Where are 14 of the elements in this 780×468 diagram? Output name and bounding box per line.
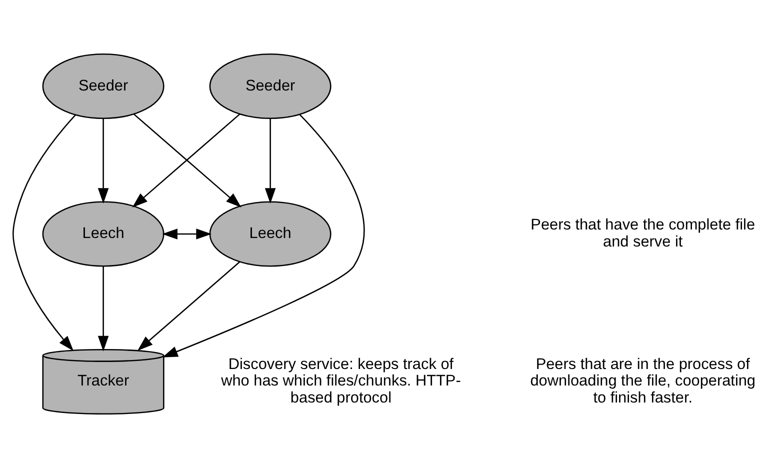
node-ellipse: Leech [209, 201, 332, 267]
arrow [98, 118, 109, 204]
arrow [264, 118, 276, 204]
arrow [12, 114, 76, 352]
label: Peers that are in the process of downloading the file, cooperating to finish faster. [530, 356, 756, 406]
node-ellipse: Seeder [209, 54, 332, 120]
node-label: Discovery service: keeps track of who has which files/chunks. HTTP-based protocol [221, 356, 461, 406]
arrow [137, 261, 240, 351]
arrow [162, 228, 212, 240]
arrow [162, 114, 365, 358]
arrow [98, 266, 109, 352]
label: Peers that have the complete file and serve it [530, 216, 756, 250]
node-ellipse: Seeder [42, 54, 164, 120]
node-ellipse: Leech [42, 201, 164, 267]
